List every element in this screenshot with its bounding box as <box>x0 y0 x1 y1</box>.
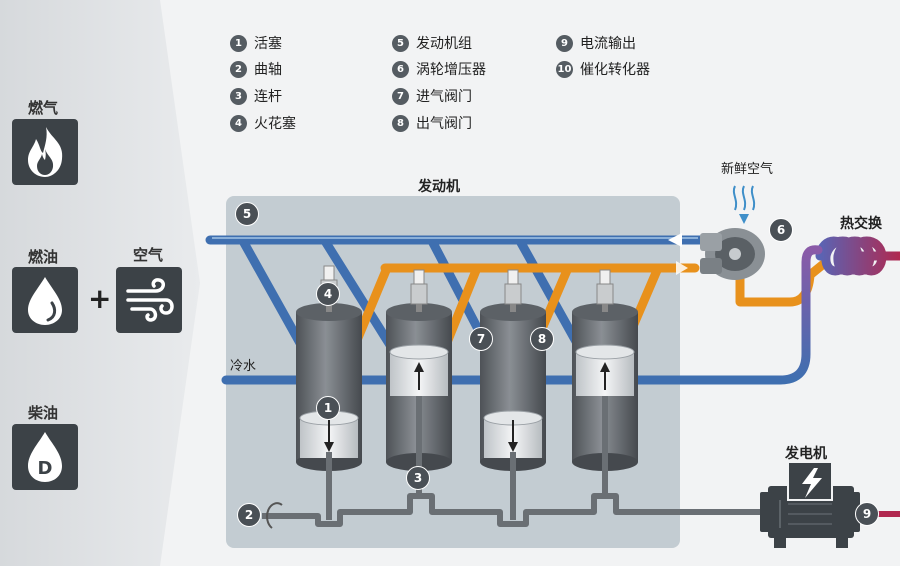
callout-3: 3 <box>406 466 430 490</box>
flame-icon <box>28 127 63 177</box>
callout-1: 1 <box>316 396 340 420</box>
callout-7: 7 <box>469 327 493 351</box>
diesel-drop-icon: D <box>28 432 62 482</box>
callout-4: 4 <box>316 282 340 306</box>
fresh-air-label: 新鲜空气 <box>721 162 774 177</box>
spark-plugs <box>320 265 614 312</box>
cold-water-label: 冷水 <box>230 359 257 374</box>
generator-label: 发电机 <box>785 446 827 462</box>
gas-label: 燃气 <box>28 99 59 117</box>
heat-exchanger-coil <box>815 236 900 276</box>
air-label: 空气 <box>133 246 164 264</box>
lightning-icon <box>802 468 822 498</box>
wind-icon <box>126 278 174 322</box>
callout-2: 2 <box>237 503 261 527</box>
diesel-label: 柴油 <box>28 404 59 422</box>
heat-exchange-label: 热交换 <box>840 216 882 232</box>
callout-5: 5 <box>235 202 259 226</box>
engine-label: 发动机 <box>418 179 460 195</box>
rotate-arrow-icon <box>266 502 283 529</box>
diesel-tile: D <box>12 424 78 490</box>
callout-9: 9 <box>855 502 879 526</box>
oil-drop-icon <box>28 277 62 325</box>
callout-6: 6 <box>769 218 793 242</box>
diesel-letter: D <box>38 458 53 479</box>
generator <box>760 461 860 548</box>
air-tile <box>116 267 182 333</box>
gas-tile <box>12 119 78 185</box>
intake-manifold <box>205 235 705 357</box>
oil-tile <box>12 267 78 333</box>
oil-label: 燃油 <box>28 248 59 266</box>
plus-sign: + <box>88 282 112 315</box>
flow-arrow-icon <box>668 233 682 247</box>
turbocharger <box>700 228 765 280</box>
callout-8: 8 <box>530 327 554 351</box>
fresh-air-arrow-icon <box>732 185 756 224</box>
